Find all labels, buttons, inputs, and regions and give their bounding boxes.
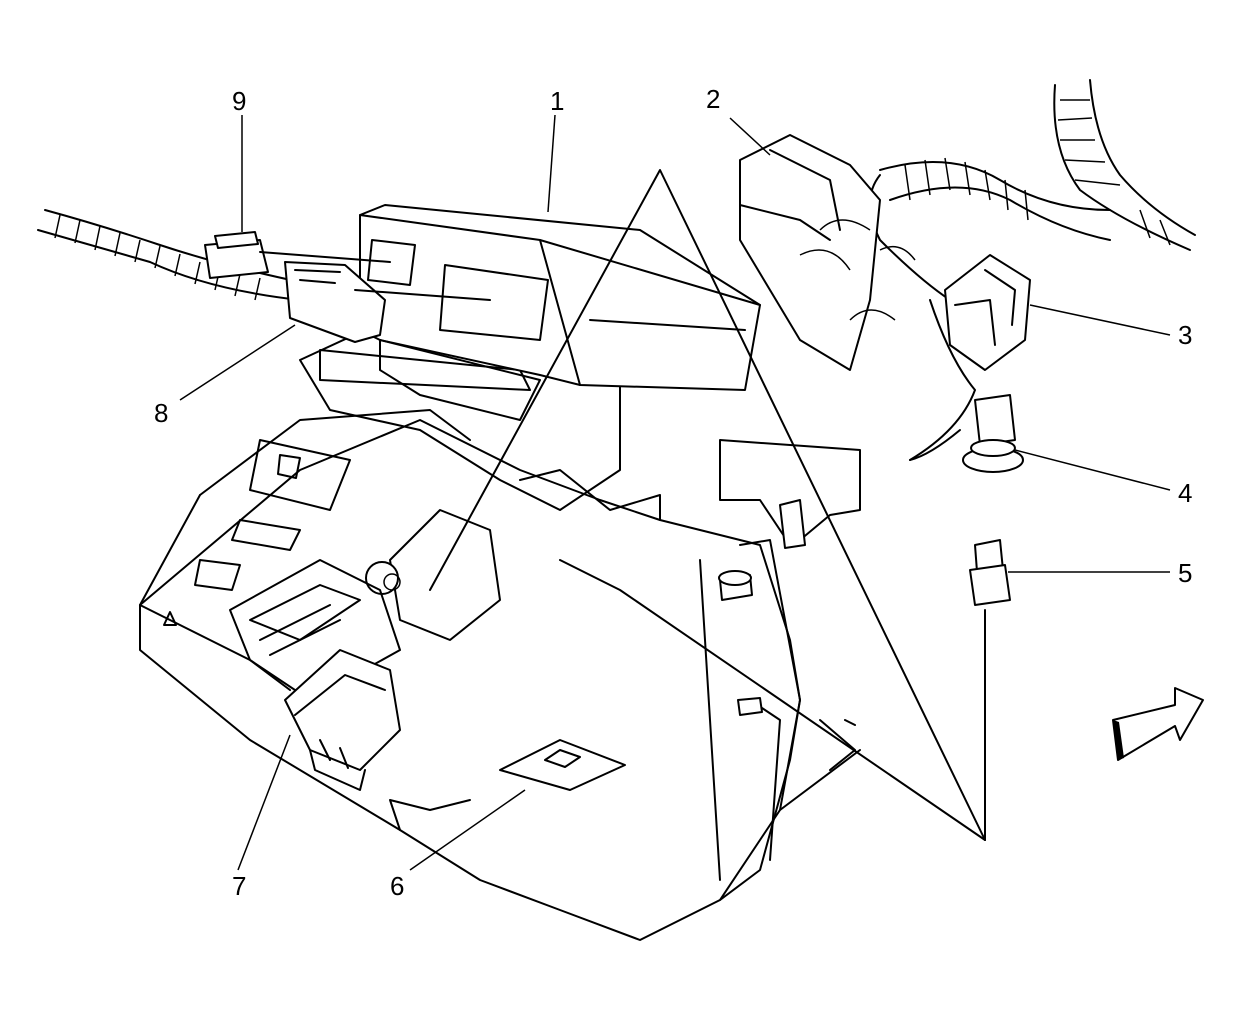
lower-housing bbox=[139, 299, 861, 941]
left-wiring-harness bbox=[37, 209, 491, 343]
callout-9: 9 bbox=[232, 86, 246, 116]
callout-2: 2 bbox=[706, 84, 720, 114]
forward-arrow-icon bbox=[1112, 687, 1204, 761]
leader-lines bbox=[179, 114, 1171, 871]
callout-8: 8 bbox=[154, 398, 168, 428]
callout-5: 5 bbox=[1178, 558, 1192, 588]
callout-4: 4 bbox=[1178, 478, 1192, 508]
callout-7: 7 bbox=[232, 871, 246, 901]
callout-6: 6 bbox=[390, 871, 404, 901]
callout-3: 3 bbox=[1178, 320, 1192, 350]
callout-labels: 1 2 3 4 5 6 7 8 9 bbox=[154, 84, 1192, 901]
callout-1: 1 bbox=[550, 86, 564, 116]
right-wiring-harness bbox=[429, 79, 1196, 841]
control-module bbox=[359, 204, 761, 421]
